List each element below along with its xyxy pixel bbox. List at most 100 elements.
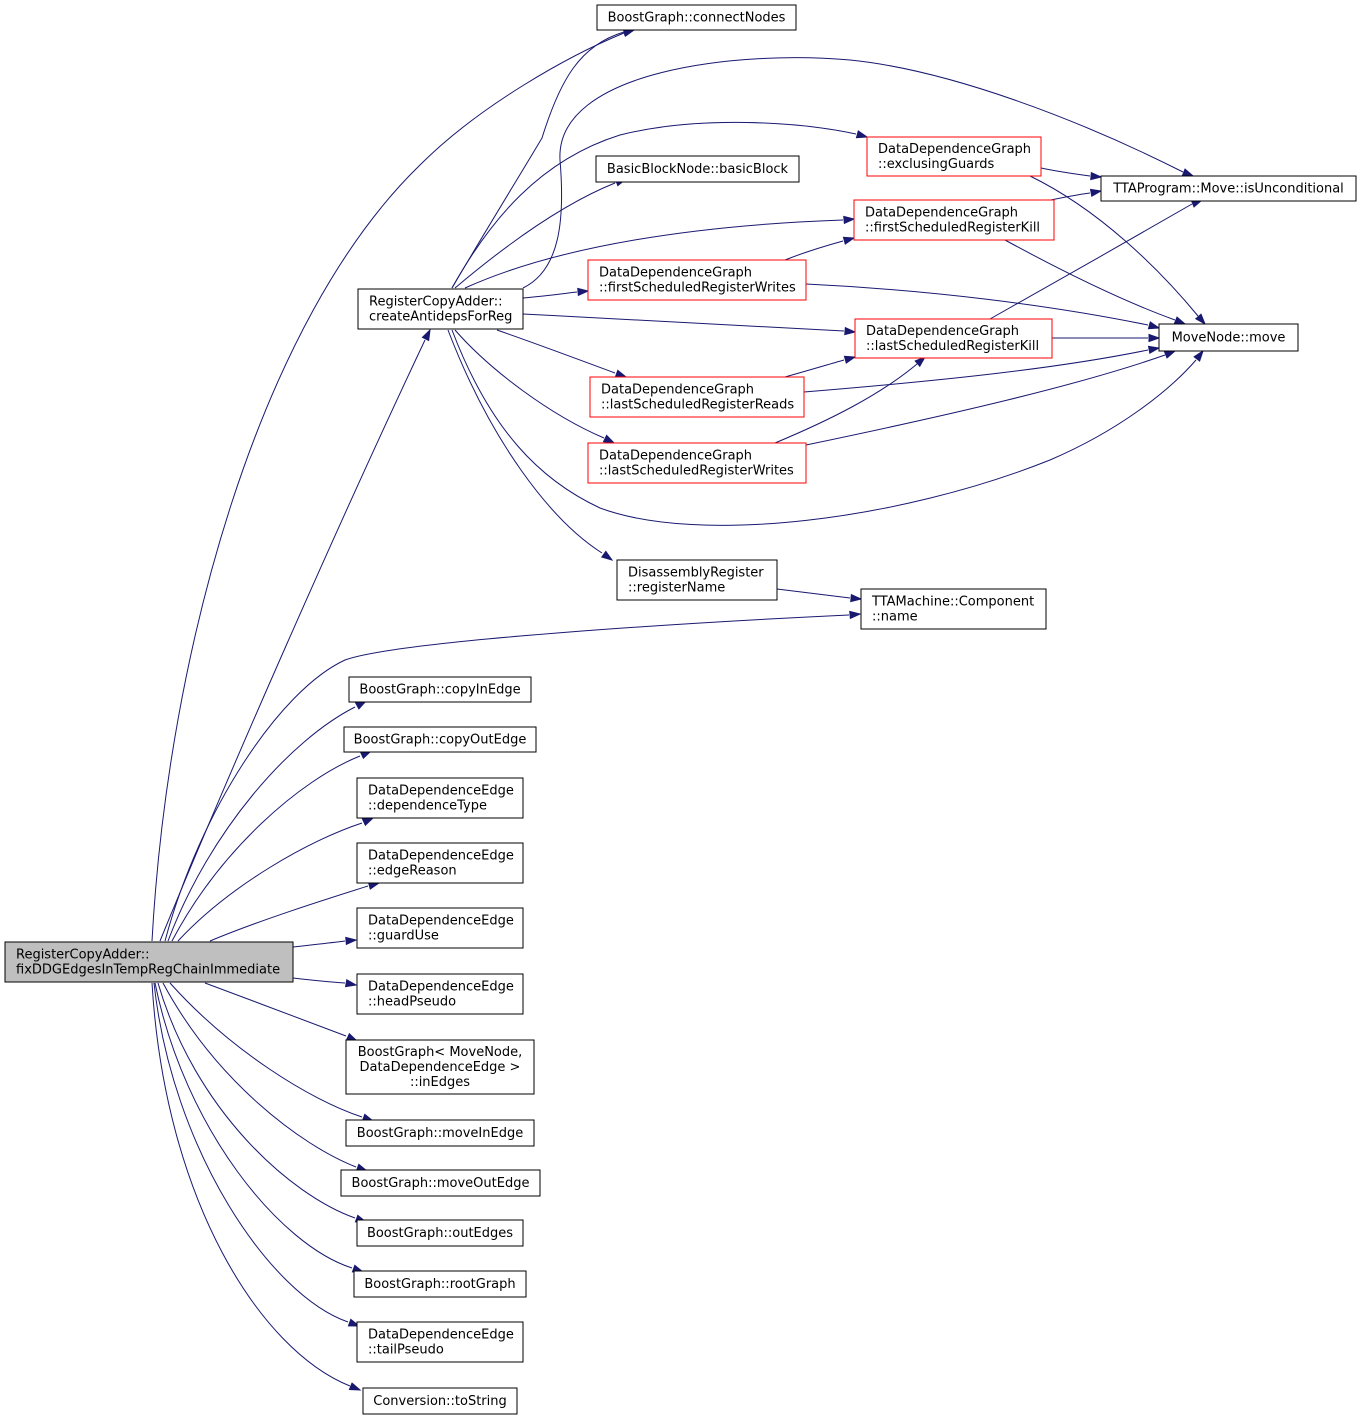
function-node-first-scheduled-register-writes[interactable]: DataDependenceGraph::firstScheduledRegis… — [587, 259, 807, 301]
function-node-root-graph[interactable]: BoostGraph::rootGraph — [353, 1270, 527, 1298]
function-node-in-edges[interactable]: BoostGraph< MoveNode,DataDependenceEdge … — [345, 1039, 535, 1095]
call-edge-line — [447, 329, 603, 554]
call-edge — [451, 121, 869, 289]
call-edge — [784, 236, 856, 261]
node-box — [356, 1219, 524, 1247]
function-node-edge-reason[interactable]: DataDependenceEdge::edgeReason — [356, 842, 524, 884]
function-node-out-edges[interactable]: BoostGraph::outEdges — [356, 1219, 524, 1247]
function-node-head-pseudo[interactable]: DataDependenceEdge::headPseudo — [356, 973, 524, 1015]
call-edge-line — [522, 291, 578, 299]
node-label-line: ::dependenceType — [368, 799, 487, 814]
call-edge — [1004, 239, 1187, 325]
call-edge — [151, 982, 362, 1391]
node-label-line: DataDependenceEdge — [368, 1328, 514, 1343]
function-node-last-scheduled-register-writes[interactable]: DataDependenceGraph::lastScheduledRegist… — [587, 442, 807, 484]
call-edge-line — [157, 982, 356, 1219]
arrowhead — [1090, 171, 1103, 181]
node-label-line: DataDependenceGraph — [599, 266, 752, 281]
call-edge — [177, 817, 375, 942]
call-edge-line — [292, 977, 346, 984]
function-node-last-scheduled-register-kill[interactable]: DataDependenceGraph::lastScheduledRegist… — [854, 318, 1053, 359]
arrowhead — [1147, 321, 1161, 330]
call-edge — [451, 329, 1204, 526]
node-label-line: MoveNode::move — [1172, 331, 1286, 346]
function-node-guard-use[interactable]: DataDependenceEdge::guardUse — [356, 907, 524, 949]
node-label-line: ::edgeReason — [368, 864, 457, 879]
call-edge-line — [164, 614, 850, 942]
call-edge-line — [162, 982, 357, 1168]
call-edge-line — [464, 219, 844, 289]
arrowhead — [347, 1318, 361, 1327]
function-node-move-node-move[interactable]: MoveNode::move — [1158, 323, 1299, 352]
call-edge-line — [784, 359, 845, 378]
node-label-line: TTAProgram::Move::isUnconditional — [1112, 182, 1344, 197]
call-edge-line — [1040, 167, 1091, 177]
node-label-line: fixDDGEdgesInTempRegChainImmediate — [16, 963, 280, 978]
function-node-last-scheduled-register-reads[interactable]: DataDependenceGraph::lastScheduledRegist… — [589, 376, 805, 418]
function-node-connect-nodes[interactable]: BoostGraph::connectNodes — [596, 4, 797, 31]
arrowhead — [344, 978, 358, 988]
node-box — [616, 559, 778, 601]
call-edge-line — [169, 982, 363, 1118]
function-node-tail-pseudo[interactable]: DataDependenceEdge::tailPseudo — [356, 1321, 524, 1363]
function-node-component-name[interactable]: TTAMachine::Component::name — [860, 588, 1047, 630]
node-label-line: DataDependenceGraph — [865, 206, 1018, 221]
node-label-line: DataDependenceGraph — [601, 383, 754, 398]
node-box — [343, 726, 537, 753]
call-edge — [803, 345, 1161, 393]
node-box — [1100, 175, 1357, 202]
arrowhead — [1181, 168, 1195, 177]
call-edge-line — [209, 885, 369, 942]
arrowhead — [1163, 350, 1177, 359]
node-label-line: ::exclusingGuards — [878, 157, 995, 172]
call-edge — [1040, 167, 1103, 181]
call-edge-line — [177, 822, 363, 942]
call-edge — [522, 287, 590, 299]
arrowhead — [577, 287, 590, 297]
function-node-move-in-edge[interactable]: BoostGraph::moveInEdge — [345, 1119, 535, 1147]
node-box — [356, 1321, 524, 1363]
call-edge-line — [496, 329, 616, 374]
call-edge-line — [171, 755, 361, 942]
function-node-to-string[interactable]: Conversion::toString — [362, 1387, 518, 1415]
node-box — [1158, 323, 1299, 352]
call-edge-line — [805, 354, 1166, 446]
node-box — [362, 1387, 518, 1415]
call-edge-line — [151, 32, 625, 942]
function-node-move-out-edge[interactable]: BoostGraph::moveOutEdge — [340, 1169, 541, 1197]
node-label-line: ::inEdges — [410, 1075, 470, 1090]
node-label-line: BoostGraph::copyOutEdge — [354, 733, 527, 748]
function-node-dependence-type[interactable]: DataDependenceEdge::dependenceType — [356, 777, 524, 819]
call-edge — [204, 982, 359, 1042]
node-box — [854, 318, 1053, 359]
function-node-exclusing-guards[interactable]: DataDependenceGraph::exclusingGuards — [866, 136, 1042, 177]
node-box — [356, 777, 524, 819]
arrowhead — [614, 369, 628, 378]
function-node-register-name[interactable]: DisassemblyRegister::registerName — [616, 559, 778, 601]
function-node-copy-in-edge[interactable]: BoostGraph::copyInEdge — [348, 676, 532, 703]
call-edge-line — [451, 329, 1197, 526]
node-label-line: DataDependenceEdge — [368, 914, 514, 929]
function-node-first-scheduled-register-kill[interactable]: DataDependenceGraph::firstScheduledRegis… — [853, 199, 1055, 241]
node-box — [356, 907, 524, 949]
call-edge — [784, 355, 857, 378]
node-label-line: BasicBlockNode::basicBlock — [607, 162, 789, 177]
call-edge-line — [805, 283, 1149, 326]
function-node-copy-out-edge[interactable]: BoostGraph::copyOutEdge — [343, 726, 537, 753]
function-node-basic-block[interactable]: BasicBlockNode::basicBlock — [595, 155, 800, 183]
function-node-is-unconditional[interactable]: TTAProgram::Move::isUnconditional — [1100, 175, 1357, 202]
node-label-line: ::guardUse — [368, 929, 439, 944]
root-function-node[interactable]: RegisterCopyAdder::fixDDGEdgesInTempRegC… — [4, 941, 294, 983]
call-edge-line — [1004, 239, 1176, 321]
node-label-line: createAntidepsForReg — [369, 310, 512, 325]
node-label-line: DataDependenceEdge — [368, 849, 514, 864]
function-node-create-antideps-for-reg[interactable]: RegisterCopyAdder::createAntidepsForReg — [357, 288, 524, 330]
node-box — [357, 288, 524, 330]
call-edge — [209, 881, 381, 942]
call-edge — [805, 350, 1177, 446]
call-edge — [774, 356, 927, 444]
node-label-line: ::lastScheduledRegisterWrites — [599, 464, 794, 479]
node-box — [340, 1169, 541, 1197]
call-edge — [1051, 333, 1161, 343]
call-edge — [157, 982, 368, 1223]
